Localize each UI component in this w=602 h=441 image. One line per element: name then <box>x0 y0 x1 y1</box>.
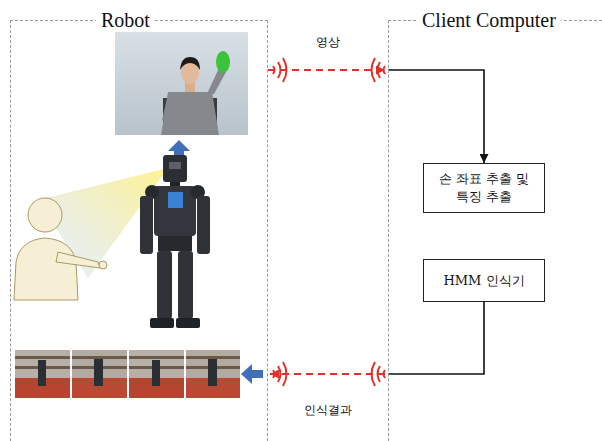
robot-leg <box>157 251 172 319</box>
region-heading: Client Computer <box>417 8 561 32</box>
person-arm <box>162 94 173 122</box>
left-arrow <box>241 364 263 384</box>
robot-leg <box>178 251 193 319</box>
wire <box>388 302 484 374</box>
robot-region: Robot <box>10 20 268 441</box>
process-box: HMM 인식기 <box>423 259 545 302</box>
box-label: HMM 인식기 <box>443 272 524 290</box>
photo-frame <box>15 350 70 398</box>
robot-eye <box>169 162 181 169</box>
wireless-link <box>268 69 385 71</box>
region-heading: Robot <box>96 8 155 32</box>
robot-head <box>163 155 187 182</box>
robot-figure <box>140 155 210 328</box>
client-region: Client Computer손 좌표 추출 및 특징 추출HMM 인식기 <box>388 20 602 441</box>
connector <box>268 70 484 163</box>
robot-foot <box>150 318 174 328</box>
green-glove <box>216 51 230 73</box>
edge-label: 영상 <box>313 34 343 50</box>
edge-label: 인식결과 <box>301 402 355 418</box>
photo-frame <box>186 350 240 398</box>
user-hand <box>99 261 107 269</box>
person-torso <box>161 92 219 135</box>
robot-hip <box>158 236 192 251</box>
box-label: 손 좌표 추출 및 특징 추출 <box>432 170 536 205</box>
process-box: 손 좌표 추출 및 특징 추출 <box>423 163 545 213</box>
connector <box>270 302 484 374</box>
robot-arm <box>140 196 153 254</box>
camera-photo <box>115 32 248 135</box>
person-hair <box>180 57 200 70</box>
photo-wall <box>115 32 248 135</box>
robot-display <box>168 192 183 208</box>
user-arm <box>56 252 100 268</box>
user-body <box>14 238 78 300</box>
robot-foot <box>176 318 200 328</box>
robot-torso <box>154 186 196 236</box>
wire <box>388 70 484 163</box>
photo-frame <box>129 350 184 398</box>
user-head <box>28 198 62 232</box>
wireless-link <box>270 373 385 375</box>
photo-strip <box>15 350 240 398</box>
user-sketch <box>14 198 107 300</box>
robot-arm <box>197 196 210 254</box>
photo-frame <box>72 350 127 398</box>
